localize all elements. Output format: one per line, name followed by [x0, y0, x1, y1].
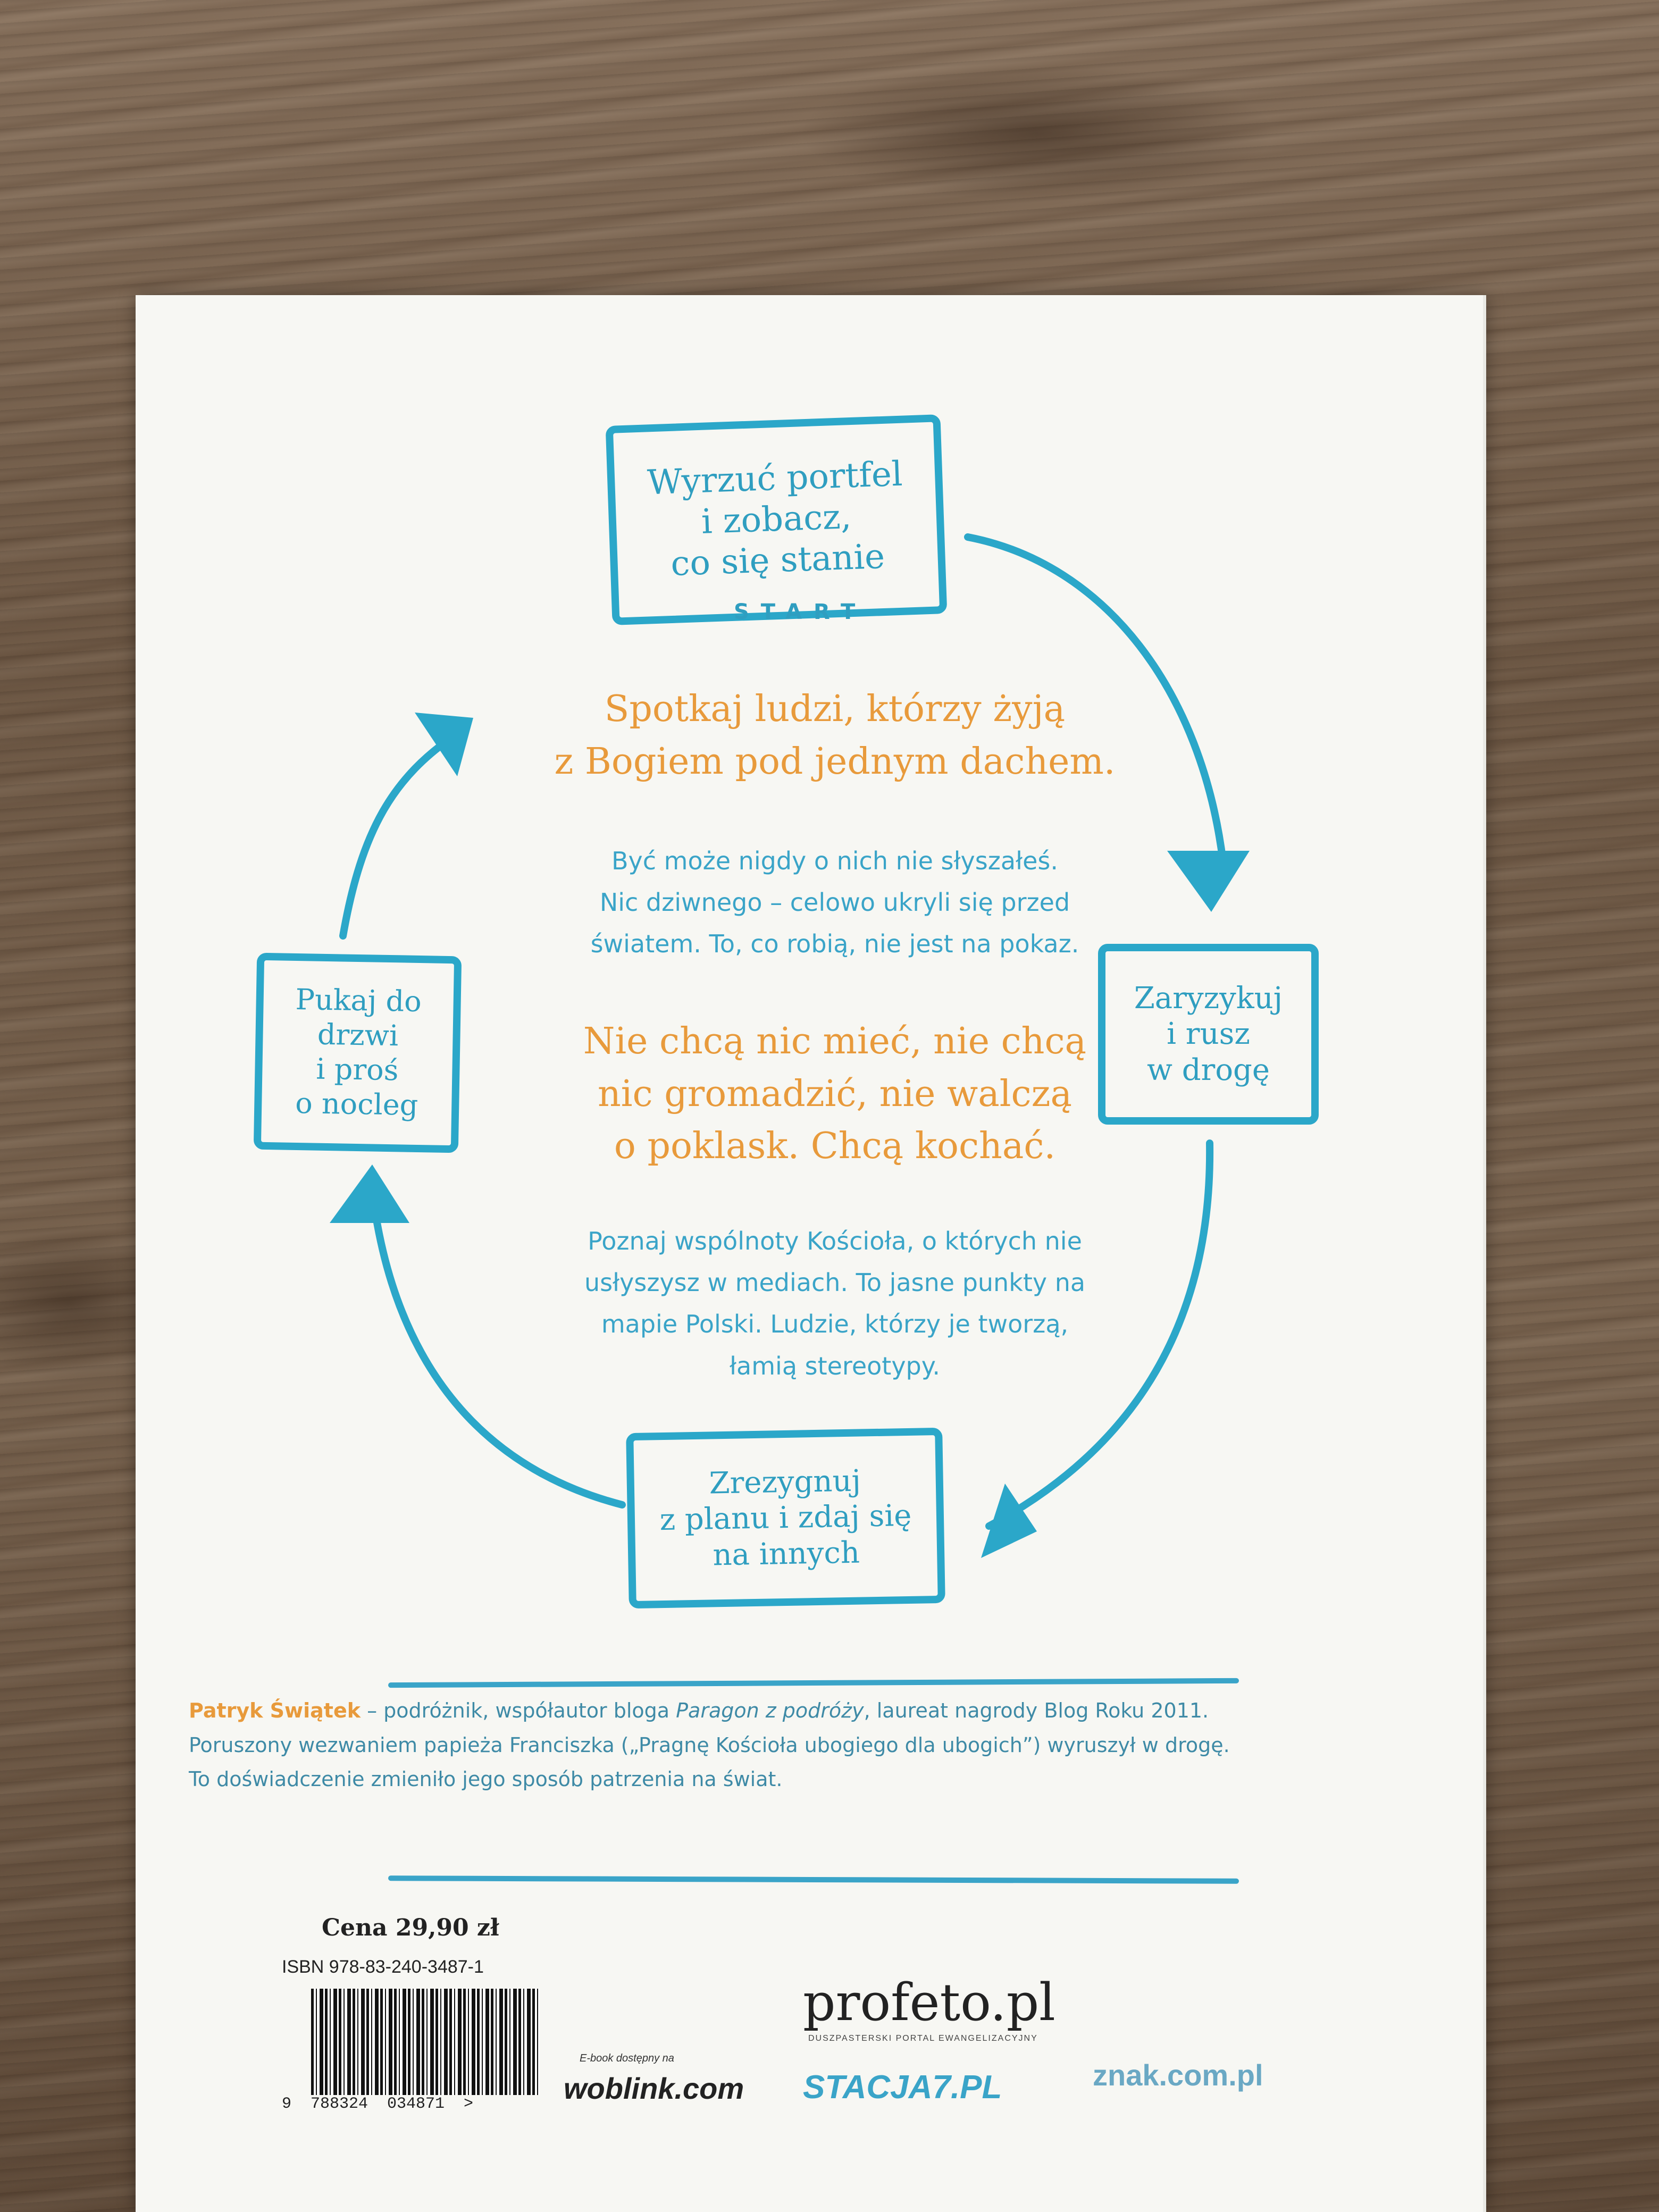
- step-box-right: Zaryzykuj i rusz w drogę: [1098, 944, 1319, 1125]
- bio-text: – podróżnik, współautor bloga: [361, 1699, 676, 1722]
- arrowhead-start: [415, 713, 473, 776]
- woblink-note: E-book dostępny na: [580, 2052, 674, 2064]
- profeto-tagline: DUSZPASTERSKI PORTAL EWANGELIZACYJNY: [808, 2034, 1038, 2043]
- start-label: START: [734, 600, 867, 624]
- author-name: Patryk Świątek: [189, 1699, 361, 1722]
- paragraph-hidden-communities: Być może nigdy o nich nie słyszałeś. Nic…: [590, 847, 1079, 959]
- step-box-bottom: Zrezygnuj z planu i zdaj się na innych: [626, 1427, 945, 1609]
- arrowhead-right: [1167, 851, 1250, 912]
- heading-want-to-love: Nie chcą nic mieć, nie chcą nic gromadzi…: [583, 1020, 1087, 1168]
- wood-knot: [798, 64, 1276, 202]
- arrowhead-left: [330, 1164, 409, 1223]
- heading-meet-people: Spotkaj ludzi, którzy żyją z Bogiem pod …: [554, 688, 1116, 783]
- profeto-logo: profeto.pl: [803, 1973, 1055, 2032]
- arrow-left-to-start: [339, 730, 461, 940]
- isbn-label: ISBN 978-83-240-3487-1: [282, 1957, 484, 1977]
- paragraph-meet-communities: Poznaj wspólnoty Kościoła, o których nie…: [584, 1227, 1086, 1380]
- barcode-digits: 9 788324 034871 >: [282, 2095, 474, 2113]
- price-label: Cena 29,90 zł: [322, 1914, 499, 1941]
- bio-text: , laureat nagrody Blog Roku 2011. Porusz…: [189, 1699, 1230, 1791]
- stacja7-logo: STACJA7.PL: [803, 2069, 1002, 2106]
- arrowhead-bottom: [981, 1484, 1037, 1558]
- step-box-start: Wyrzuć portfel i zobacz, co się stanie: [605, 414, 948, 625]
- arrow-start-to-right: [964, 533, 1227, 865]
- znak-logo: znak.com.pl: [1093, 2058, 1263, 2092]
- book-back-cover: [136, 295, 1486, 2212]
- step-box-left: Pukaj do drzwi i proś o nocleg: [253, 952, 462, 1153]
- author-bio: Patryk Świątek – podróżnik, współautor b…: [189, 1694, 1247, 1797]
- woblink-logo: woblink.com: [564, 2072, 744, 2105]
- arrow-right-to-bottom: [985, 1139, 1214, 1530]
- barcode: [311, 1989, 540, 2095]
- blog-name: Paragon z podróży: [676, 1699, 864, 1722]
- arrow-bottom-to-left: [368, 1187, 626, 1509]
